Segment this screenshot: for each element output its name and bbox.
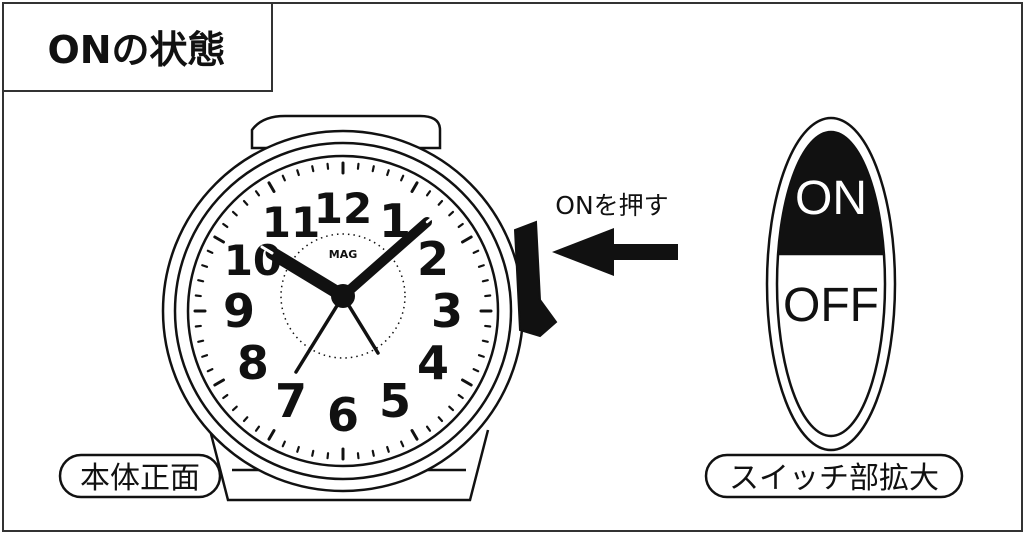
minute-tick <box>201 354 209 358</box>
clock-numeral: 4 <box>417 336 449 390</box>
switch-knob <box>513 220 558 338</box>
minute-tick <box>222 222 229 229</box>
minute-tick <box>484 324 492 328</box>
minute-tick <box>194 294 202 298</box>
minute-tick <box>437 199 444 206</box>
hour-hand-lume <box>260 245 274 255</box>
minute-tick <box>281 174 286 182</box>
minute-tick <box>386 445 390 453</box>
minute-tick <box>481 279 489 283</box>
clock-numeral: 5 <box>379 374 411 428</box>
clock-numeral: 7 <box>275 374 307 428</box>
clock-switch-button <box>513 220 558 338</box>
arrow-label: ONを押す <box>555 191 668 220</box>
press-arrow: ONを押す <box>552 191 678 276</box>
minute-tick <box>311 449 315 457</box>
minute-tick <box>254 190 261 197</box>
minute-tick <box>461 378 473 387</box>
minute-tick <box>242 199 249 206</box>
minute-tick <box>371 449 375 457</box>
minute-tick <box>311 165 315 173</box>
minute-tick <box>461 235 473 244</box>
switch-zoom: ON OFF <box>765 116 897 452</box>
minute-tick <box>197 339 205 343</box>
caption-switch-zoom: スイッチ部拡大 <box>729 461 939 496</box>
caption-switch-pill <box>704 453 964 499</box>
hour-hand <box>265 246 350 303</box>
minute-tick <box>222 393 229 400</box>
clock-numeral: 3 <box>431 284 463 338</box>
minute-tick <box>477 354 485 358</box>
minute-tick <box>267 429 276 441</box>
minute-tick <box>425 190 432 197</box>
minute-tick <box>296 169 300 177</box>
clock-numeral: 6 <box>327 388 359 442</box>
caption-front: 本体正面 <box>80 461 200 496</box>
clock-numeral: 11 <box>262 198 320 247</box>
clock-inner-dots <box>280 233 406 359</box>
minute-tick <box>296 445 300 453</box>
minute-tick <box>213 235 225 244</box>
page-title: ONの状態 <box>2 2 273 92</box>
caption-front-pill <box>58 453 222 499</box>
minute-hand <box>338 217 432 301</box>
minute-tick <box>356 452 360 460</box>
minute-tick <box>281 440 286 448</box>
minute-tick <box>242 416 249 423</box>
minute-hand-lume <box>425 215 435 224</box>
clock-numeral: 8 <box>237 336 269 390</box>
minute-tick <box>206 368 214 373</box>
minute-tick <box>448 405 455 412</box>
arrow-head <box>552 228 614 276</box>
clock-numeral: 2 <box>417 232 449 286</box>
minute-tick <box>326 452 330 460</box>
minute-tick <box>201 264 209 268</box>
clock-numeral: 9 <box>223 284 255 338</box>
minute-tick <box>400 440 405 448</box>
minute-tick <box>425 425 432 432</box>
minute-tick <box>356 162 360 170</box>
minute-tick <box>386 169 390 177</box>
minute-tick <box>213 378 225 387</box>
minute-tick <box>448 210 455 217</box>
minute-tick <box>410 429 419 441</box>
minute-tick <box>484 294 492 298</box>
switch-off-label: OFF <box>783 279 879 332</box>
alarm-hand <box>294 294 345 374</box>
minute-tick <box>267 181 276 193</box>
switch-on-label: ON <box>795 172 867 225</box>
minute-tick <box>472 249 480 254</box>
clock-numeral: 12 <box>314 184 372 233</box>
minute-tick <box>371 165 375 173</box>
arrow-shaft <box>606 244 678 260</box>
minute-tick <box>437 416 444 423</box>
clock-minute-ticks <box>193 161 493 461</box>
minute-tick <box>472 368 480 373</box>
clock-brand: MAG <box>329 248 358 261</box>
minute-tick <box>254 425 261 432</box>
minute-tick <box>457 393 464 400</box>
hands-hub <box>331 284 355 308</box>
minute-tick <box>326 162 330 170</box>
minute-tick <box>410 181 419 193</box>
minute-tick <box>197 279 205 283</box>
minute-tick <box>231 405 238 412</box>
minute-tick <box>194 324 202 328</box>
minute-tick <box>231 210 238 217</box>
minute-tick <box>481 339 489 343</box>
minute-tick <box>477 264 485 268</box>
minute-tick <box>400 174 405 182</box>
minute-tick <box>206 249 214 254</box>
clock-hands <box>260 215 435 374</box>
minute-tick <box>457 222 464 229</box>
